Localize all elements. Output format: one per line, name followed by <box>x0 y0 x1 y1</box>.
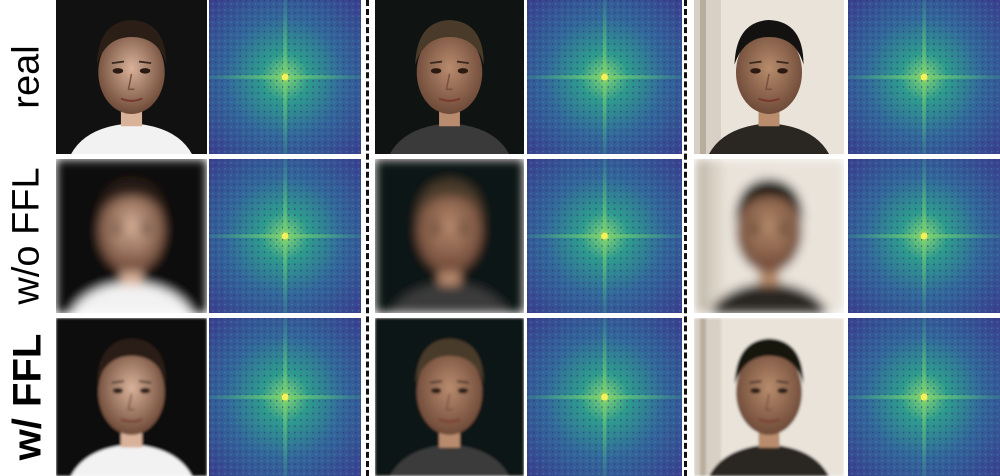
row-label-with-ffl-text: w/ FFL <box>5 333 50 461</box>
face-image-without-ffl-3 <box>694 159 844 313</box>
face-image-with-ffl-2 <box>375 318 524 476</box>
face-image-with-ffl-1 <box>56 318 207 476</box>
spectrum-image-with-ffl-2 <box>527 318 682 476</box>
row-label-without-ffl-text: w/o FFL <box>6 167 48 305</box>
face-image-real-3 <box>694 0 844 154</box>
spectrum-image-with-ffl-3 <box>848 318 1000 476</box>
face-image-without-ffl-2 <box>375 159 524 313</box>
row-label-without-ffl: w/o FFL <box>0 159 54 313</box>
row-label-with-ffl: w/ FFL <box>0 318 54 476</box>
row-label-real: real <box>0 0 54 154</box>
spectrum-image-real-3 <box>848 0 1000 154</box>
spectrum-image-with-ffl-1 <box>209 318 361 476</box>
spectrum-image-without-ffl-2 <box>527 159 682 313</box>
face-image-real-1 <box>56 0 207 154</box>
face-image-with-ffl-3 <box>694 318 844 476</box>
face-image-without-ffl-1 <box>56 159 207 313</box>
spectrum-image-without-ffl-1 <box>209 159 361 313</box>
spectrum-image-real-1 <box>209 0 361 154</box>
spectrum-image-without-ffl-3 <box>848 159 1000 313</box>
spectrum-image-real-2 <box>527 0 682 154</box>
group-divider-2 <box>684 0 687 476</box>
face-image-real-2 <box>375 0 524 154</box>
row-label-real-text: real <box>6 45 48 109</box>
group-divider-1 <box>366 0 369 476</box>
